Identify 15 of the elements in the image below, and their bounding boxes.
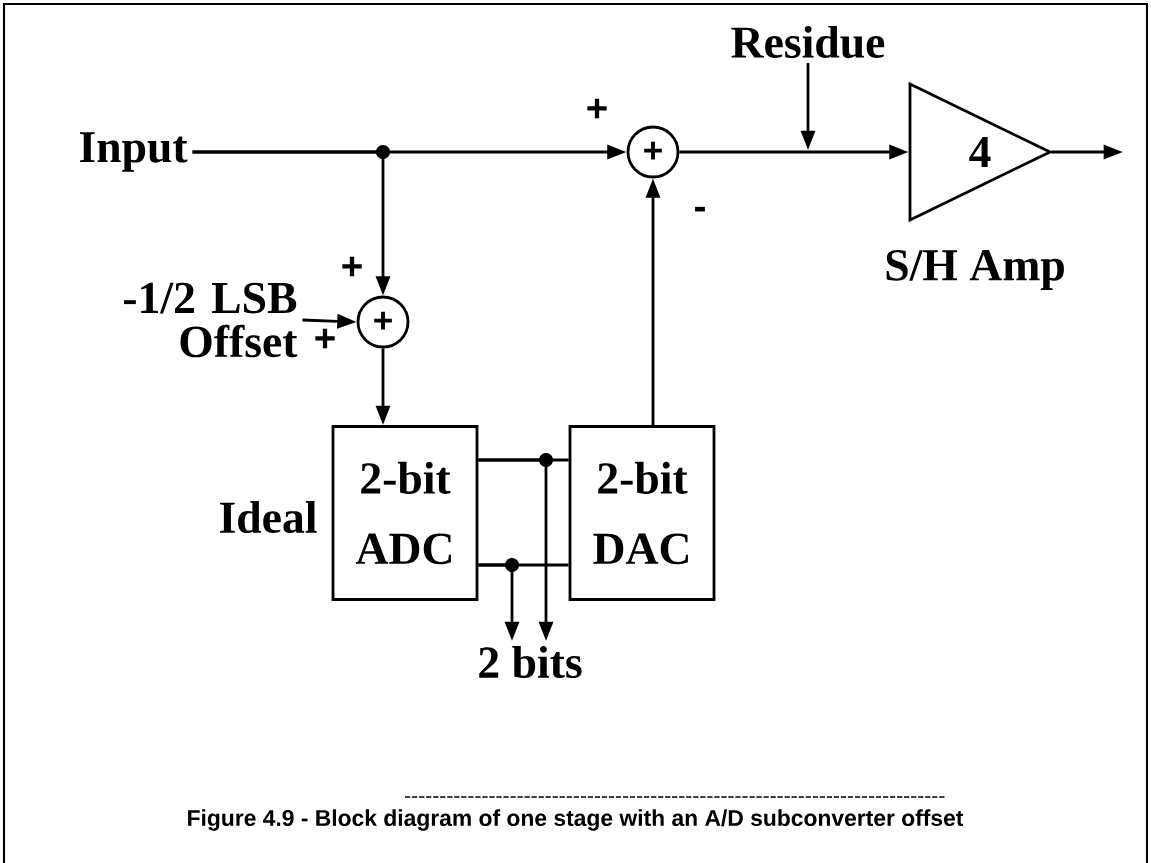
sign-label: + [342,256,362,277]
output-bits-label: 2 bits [479,645,582,679]
offset-label: -1/2 LSB Offset [124,282,298,358]
sign-label: - [695,206,705,212]
sign-label: + [587,98,607,119]
dac-box: 2-bit DAC [568,425,716,601]
input-label: Input [79,132,188,172]
beside-label: Ideal [220,500,317,534]
sign-label: + [315,328,335,349]
caption: Figure 4.9 - Block diagram of one stage with an A/D subconverter offset [188,809,964,831]
summing-junction: + [626,125,680,179]
summing-junction: + [356,295,410,349]
adc-box: 2-bit ADC [331,425,479,601]
beside-label: S/H Amp [886,250,1064,290]
residue-label: Residue [731,25,885,59]
